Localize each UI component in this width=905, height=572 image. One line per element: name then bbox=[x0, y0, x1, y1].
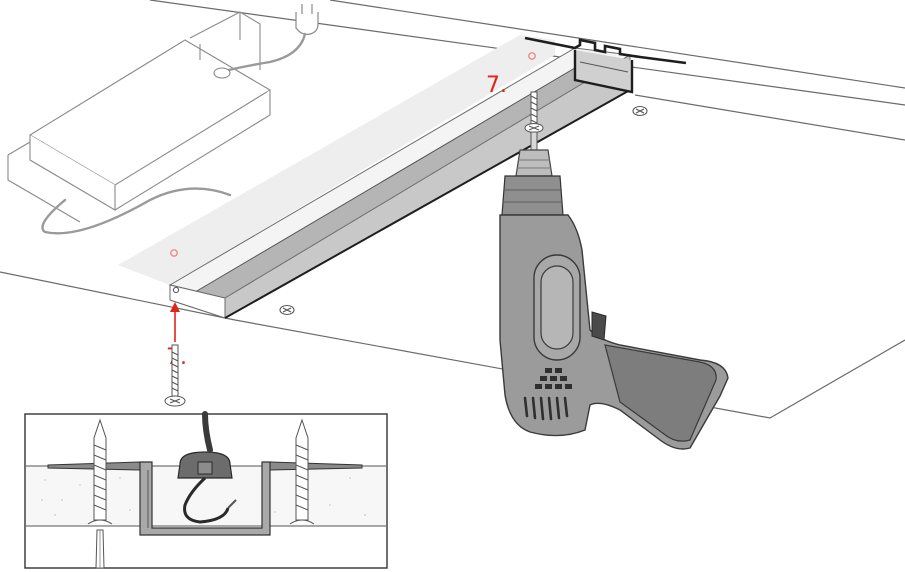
ceiling-edge-right bbox=[234, 319, 905, 419]
mounting-area bbox=[118, 35, 555, 285]
mounting-screw bbox=[164, 344, 186, 407]
inset-screw-right bbox=[289, 418, 315, 525]
drill-slots bbox=[523, 396, 569, 421]
led-cable bbox=[41, 187, 232, 235]
mark-dot-near bbox=[170, 249, 178, 257]
inset-screw-left bbox=[87, 418, 113, 525]
screw-hole bbox=[172, 286, 180, 294]
led-driver bbox=[7, 11, 272, 223]
mark-dot-far bbox=[528, 52, 536, 60]
drill-vents bbox=[535, 368, 572, 389]
cordless-drill bbox=[499, 131, 729, 450]
cable-gland bbox=[213, 67, 231, 79]
ceiling-edge-left bbox=[0, 271, 236, 321]
aluminium-profile bbox=[168, 47, 632, 319]
inset-hook-cable bbox=[183, 476, 230, 524]
mains-cable bbox=[218, 32, 307, 74]
driver-cables bbox=[41, 32, 307, 235]
inset-cable bbox=[202, 411, 213, 453]
insert-arrow bbox=[170, 302, 180, 342]
power-plug bbox=[295, 4, 319, 35]
ceiling-edge-mid bbox=[329, 0, 905, 89]
inset-screwdriver bbox=[95, 529, 105, 569]
profile-end-cross-section bbox=[524, 36, 687, 94]
ceiling-screw-heads bbox=[279, 105, 648, 316]
screw-head-center bbox=[279, 304, 295, 316]
screw-head-right bbox=[632, 105, 648, 117]
profile-channel bbox=[139, 461, 271, 536]
step-label-top: 7. bbox=[486, 73, 507, 98]
ceiling-seam bbox=[634, 94, 905, 141]
cross-section-inset bbox=[24, 411, 388, 569]
